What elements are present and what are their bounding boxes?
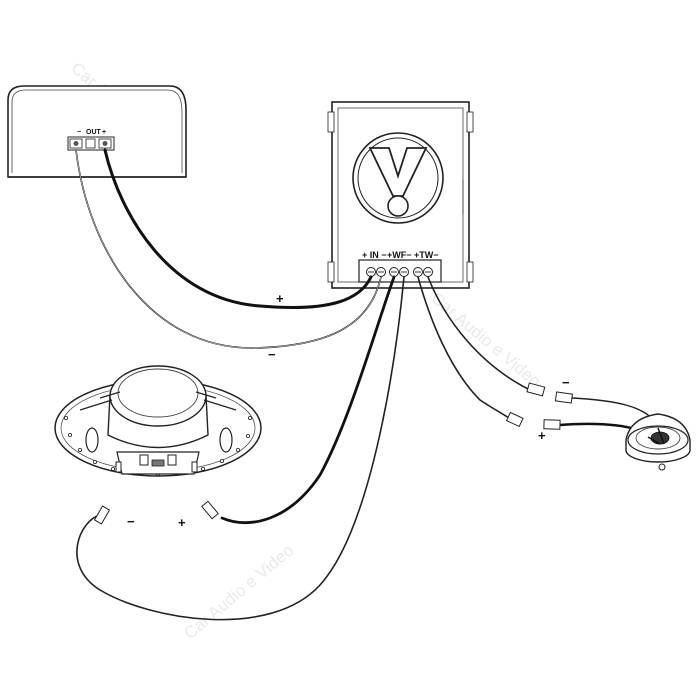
tweeter-plus-label: +: [538, 428, 546, 443]
amplifier: − OUT +: [7, 85, 187, 178]
amp-out-label: OUT: [86, 129, 102, 136]
tweeter-minus-label: −: [562, 375, 570, 390]
crossover-in-label: + IN −: [362, 250, 387, 260]
crossover-wf-label: +WF−: [387, 250, 412, 260]
tweeter: [625, 413, 691, 471]
brand-logo: [352, 132, 444, 224]
amp-out-plus-label: +: [102, 129, 106, 136]
woofer-connectors: [93, 500, 219, 525]
wire-tweeter-plus: [417, 276, 513, 421]
woofer-minus-label: −: [127, 514, 135, 529]
watermark-text: Car Audio e Video: [180, 541, 297, 643]
tweeter-connectors: [505, 382, 574, 430]
wire-woofer-minus: [76, 276, 405, 621]
crossover: + IN − +WF− +TW−: [327, 101, 474, 289]
wire-woofer-plus: [220, 275, 396, 525]
crossover-tw-label: +TW−: [414, 250, 439, 260]
wire-amp-plus: [103, 148, 373, 310]
amp-plus-wire-label: +: [276, 291, 284, 306]
wire-tweeter-minus: [427, 276, 531, 391]
woofer-plus-label: +: [178, 515, 186, 530]
amp-out-minus-label: −: [77, 129, 81, 136]
wires: [75, 148, 659, 621]
watermark-text: Car Audio e Video: [427, 289, 544, 391]
woofer-speaker: [54, 365, 262, 477]
amp-minus-wire-label: −: [268, 347, 276, 362]
